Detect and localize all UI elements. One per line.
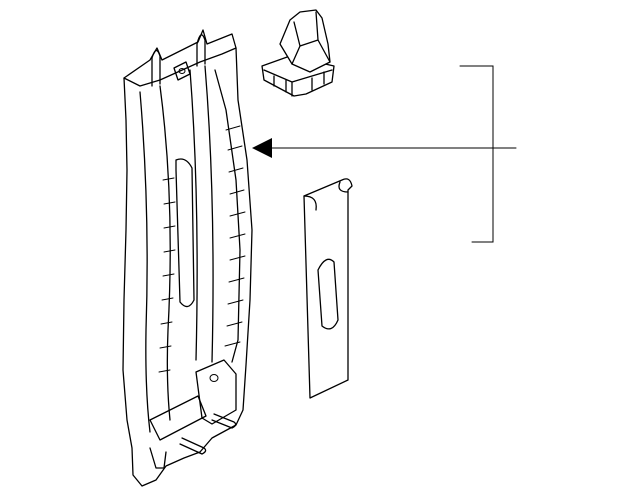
pillar-hatch-left bbox=[158, 177, 176, 373]
retaining-clip bbox=[261, 9, 335, 97]
pillar-pin-1 bbox=[211, 413, 237, 429]
pillar-bottom-tab bbox=[149, 447, 167, 469]
clip-base-front bbox=[263, 69, 333, 97]
pillar-outline bbox=[122, 29, 253, 487]
pillar-right-face bbox=[214, 69, 241, 363]
pillar-lower-hole bbox=[209, 374, 219, 382]
pillar-top-post-right bbox=[196, 34, 206, 67]
clip-legs bbox=[273, 71, 325, 93]
adhesive-pad bbox=[303, 178, 353, 399]
pad-corner-curl-right bbox=[338, 181, 349, 193]
pillar-rib-center-2 bbox=[204, 65, 214, 363]
callout bbox=[252, 65, 517, 243]
pad-outline bbox=[303, 178, 353, 399]
pillar-trim-panel bbox=[122, 29, 253, 487]
pillar-top-hole bbox=[178, 68, 186, 74]
pad-cutout bbox=[317, 258, 339, 330]
pad-corner-curl-left bbox=[303, 195, 317, 211]
callout-bracket bbox=[459, 65, 494, 243]
clip-body-inner bbox=[291, 11, 331, 65]
pillar-pin-2 bbox=[179, 437, 207, 455]
pillar-top-lip bbox=[123, 47, 237, 87]
pillar-lower-ledge bbox=[149, 395, 207, 441]
pillar-slot bbox=[175, 158, 195, 308]
pillar-rib-left-inner bbox=[159, 85, 171, 421]
pillar-hatch-right bbox=[224, 125, 246, 347]
pillar-top-post-left bbox=[151, 49, 161, 87]
pillar-rib-left-outer bbox=[139, 91, 151, 433]
pillar-rib-center bbox=[189, 69, 198, 361]
callout-arrowhead bbox=[252, 138, 272, 158]
